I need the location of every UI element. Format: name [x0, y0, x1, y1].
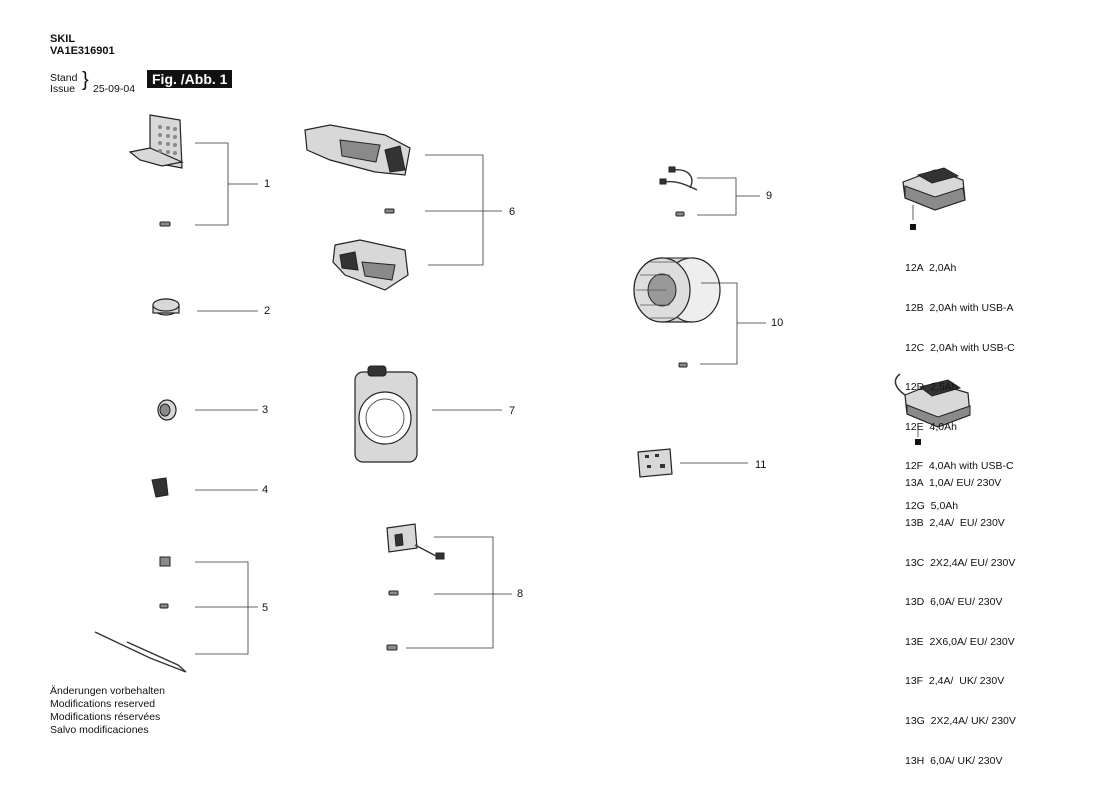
part-6-screw — [384, 208, 395, 214]
callout-5: 5 — [262, 602, 269, 614]
figure-label: Fig. /Abb. 1 — [147, 70, 233, 88]
charger-legend: 13A 1,0A/ EU/ 230V 13B 2,4A/ EU/ 230V 13… — [905, 451, 1016, 781]
part-1-bracket — [128, 114, 184, 169]
part-10-motor-fan — [633, 257, 721, 323]
part-8-switch-board — [386, 523, 445, 560]
part-7-fan-housing — [354, 365, 418, 463]
part-1-screw — [159, 221, 171, 227]
callout-6: 6 — [509, 206, 516, 218]
part-4-switch — [151, 477, 169, 498]
charger-legend-item: 13A 1,0A/ EU/ 230V — [905, 477, 1002, 490]
model-number: VA1E316901 — [50, 45, 115, 57]
stand-label: Stand — [50, 72, 78, 84]
charger-legend-item: 13F 2,4A/ UK/ 230V — [905, 675, 1005, 688]
part-6-housing-upper — [304, 124, 411, 176]
charger-legend-item: 13D 6,0A/ EU/ 230V — [905, 596, 1003, 609]
part-3-cap — [157, 399, 177, 421]
callout-3: 3 — [262, 404, 269, 416]
callout-8: 8 — [517, 588, 524, 600]
part-8-screw-b — [386, 644, 398, 651]
issue-label: Issue — [50, 83, 76, 95]
issue-date: 25-09-04 — [93, 83, 136, 95]
leader-6 — [425, 154, 502, 266]
callout-4: 4 — [262, 484, 269, 496]
part-6-housing-lower — [332, 239, 409, 291]
issue-labels: Stand Issue — [50, 73, 77, 95]
charger-legend-item: 13E 2X6,0A/ EU/ 230V — [905, 635, 1015, 648]
charger-marker-square — [915, 439, 921, 445]
callout-2: 2 — [264, 305, 271, 317]
battery-legend-item: 12G 5,0Ah — [905, 500, 959, 513]
footer-line-de: Änderungen vorbehalten — [50, 685, 166, 697]
footer-line-es: Salvo modificaciones — [50, 724, 149, 736]
part-5-wires — [94, 631, 187, 673]
battery-marker-square — [910, 224, 916, 230]
leader-9 — [697, 177, 760, 216]
part-9-wire-harness — [659, 166, 698, 191]
brace-glyph: } — [82, 69, 89, 91]
battery-legend-item: 12A 2,0Ah — [905, 262, 957, 275]
battery-legend-item: 12D 2,5Ah — [905, 381, 958, 394]
battery-legend-item: 12F 4,0Ah with USB-C — [905, 460, 1014, 473]
footer-notice: Änderungen vorbehalten Modifications res… — [50, 685, 165, 737]
part-5-block — [159, 556, 171, 567]
charger-legend-item: 13G 2X2,4A/ UK/ 230V — [905, 715, 1016, 728]
brand-name: SKIL — [50, 33, 76, 45]
callout-9: 9 — [766, 190, 773, 202]
part-8-screw-a — [388, 590, 399, 596]
part-11-pcb — [637, 448, 673, 478]
part-12-battery — [902, 167, 966, 211]
battery-legend: 12A 2,0Ah 12B 2,0Ah with USB-A 12C 2,0Ah… — [905, 236, 1015, 526]
part-2-nut — [152, 298, 180, 316]
leader-1 — [195, 142, 258, 226]
callout-1: 1 — [264, 178, 271, 190]
battery-legend-item: 12B 2,0Ah with USB-A — [905, 302, 1014, 315]
part-5-screw — [159, 603, 169, 609]
leader-10 — [700, 282, 766, 365]
callout-7: 7 — [509, 405, 516, 417]
leader-8 — [406, 536, 512, 649]
leader-5 — [195, 561, 258, 655]
footer-line-en: Modifications reserved — [50, 698, 156, 710]
charger-legend-item: 13H 6,0A/ UK/ 230V — [905, 754, 1003, 767]
part-9-screw — [675, 211, 685, 217]
brand-block: SKIL VA1E316901 — [50, 33, 115, 57]
part-13-charger — [894, 373, 971, 428]
battery-legend-item: 12E 4,0Ah — [905, 420, 957, 433]
battery-legend-item: 12C 2,0Ah with USB-C — [905, 341, 1015, 354]
callout-11: 11 — [755, 459, 767, 471]
charger-legend-item: 13B 2,4A/ EU/ 230V — [905, 517, 1005, 530]
callout-10: 10 — [771, 317, 784, 329]
charger-legend-item: 13C 2X2,4A/ EU/ 230V — [905, 556, 1016, 569]
part-10-screw — [678, 362, 688, 368]
footer-line-fr: Modifications réservées — [50, 711, 161, 723]
